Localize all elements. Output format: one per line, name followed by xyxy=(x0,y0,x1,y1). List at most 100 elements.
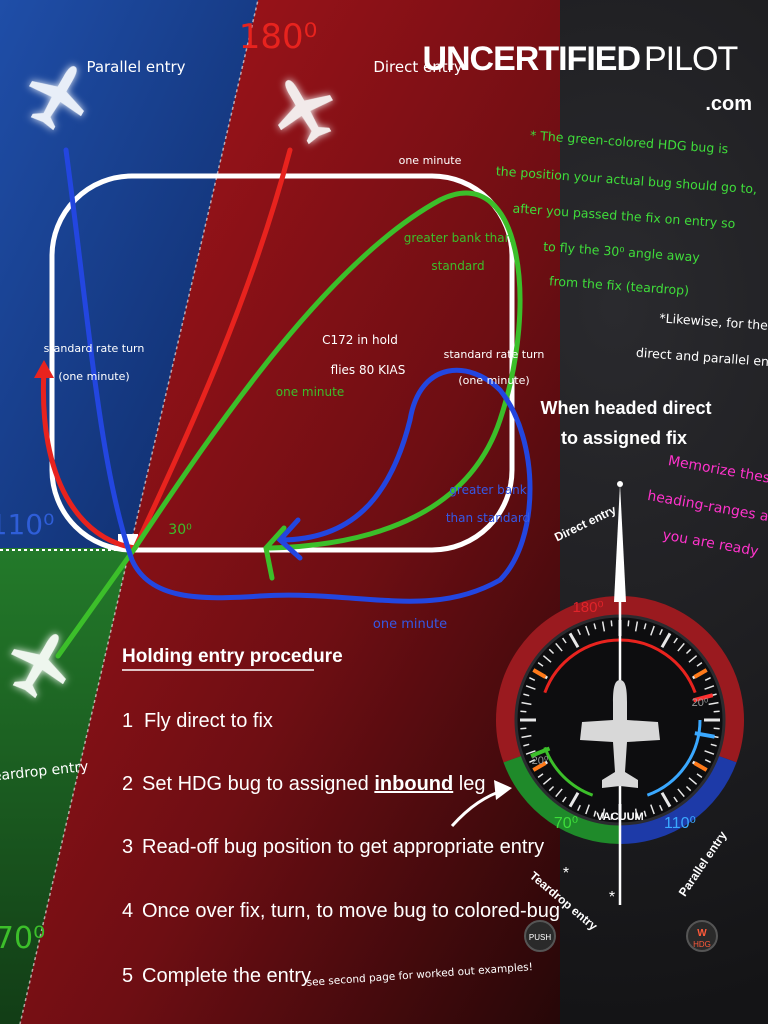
orange-tick xyxy=(693,761,708,772)
c172-label-1: C172 in hold xyxy=(322,333,398,347)
c172-label-2: flies 80 KIAS xyxy=(331,363,406,377)
step-2-text: Set HDG bug to assigned inbound leg xyxy=(142,773,485,795)
pointer-arrowhead xyxy=(494,780,512,800)
compass-tick xyxy=(537,662,544,667)
heading-bug-marker-0 xyxy=(692,693,714,703)
compass-tick xyxy=(659,804,663,811)
compass-tick xyxy=(593,623,597,630)
step-5-text: Complete the entry xyxy=(142,965,311,987)
lubber-pointer xyxy=(614,484,626,602)
compass-tick xyxy=(610,813,613,820)
direct-entry-label: Direct entry xyxy=(373,58,462,76)
parallel-sector xyxy=(0,0,258,548)
hdg-knob[interactable] xyxy=(686,920,718,952)
compass-tick xyxy=(525,750,536,755)
brand-name-bold: UNCERTIFIED xyxy=(422,40,640,78)
compass-tick xyxy=(542,777,552,785)
push-label: PUSH xyxy=(529,933,551,942)
compass-tick xyxy=(659,629,663,636)
compass-tick xyxy=(685,648,692,655)
one-minute-top: one minute xyxy=(399,154,462,167)
instrument-20-left: 20⁰ xyxy=(532,755,549,767)
compass-tick xyxy=(601,808,606,819)
standard-turn-red xyxy=(40,367,138,551)
compass-tick xyxy=(660,632,672,649)
compass-tick xyxy=(713,710,720,713)
compass-tick xyxy=(555,788,563,798)
instrument-20-right: 20⁰ xyxy=(692,697,709,709)
step-4-number: 4 xyxy=(122,900,133,922)
red-arrowhead xyxy=(34,360,54,378)
compass-tick xyxy=(521,701,532,706)
ring-teardrop-sector xyxy=(503,755,621,844)
headed-direct-line-2: to assigned fix xyxy=(561,428,687,448)
bottom-asterisk: * xyxy=(609,889,615,906)
step-3-text: Read-off bug position to get appropriate… xyxy=(142,836,544,858)
direct-path-red xyxy=(132,147,293,551)
compass-tick xyxy=(542,655,552,663)
heading-110-label: 110⁰ xyxy=(0,508,54,541)
compass-tick xyxy=(585,804,590,815)
headed-direct-line-1: When headed direct xyxy=(540,398,711,418)
compass-tick xyxy=(523,693,530,697)
hdg-label: HDG xyxy=(693,940,711,949)
compass-tick xyxy=(562,637,567,644)
compass-tick xyxy=(568,791,580,808)
compass-tick xyxy=(627,620,630,627)
green-arrowhead xyxy=(263,525,287,581)
compass-tick xyxy=(577,804,581,811)
push-knob[interactable] xyxy=(524,920,556,952)
brand-name-light: PILOT xyxy=(644,40,737,78)
compass-tick xyxy=(537,773,544,778)
compass-tick xyxy=(593,810,597,817)
greater-bank-bottom-2: than standard xyxy=(446,511,530,525)
std-turn-left-2: (one minute) xyxy=(58,370,129,383)
compass-tick xyxy=(677,642,685,652)
compass-tick xyxy=(529,759,536,763)
hdg-bug-icon: W xyxy=(697,928,707,939)
direct-sector xyxy=(0,0,560,1024)
step-2-post: leg xyxy=(453,773,485,795)
compass-tick xyxy=(643,623,647,630)
lubber-tip xyxy=(617,481,623,487)
step-2-bold: inbound xyxy=(374,773,453,795)
step-2-pre: Set HDG bug to assigned xyxy=(142,773,374,795)
compass-tick xyxy=(696,773,703,778)
step-5-number: 5 xyxy=(122,965,133,987)
heading-70-label: 70⁰ xyxy=(0,921,45,956)
ring-parallel-sector xyxy=(619,755,737,844)
compass-tick xyxy=(673,637,678,644)
compass-tick xyxy=(650,804,655,815)
procedure-title: Holding entry procedure xyxy=(122,646,343,667)
compass-tick xyxy=(688,655,698,663)
airplane-direct-icon xyxy=(278,80,333,145)
compass-tick xyxy=(704,685,715,690)
compass-tick xyxy=(577,629,581,636)
compass-tick xyxy=(704,677,711,681)
airplane-teardrop-icon xyxy=(11,634,66,699)
compass-tick xyxy=(650,625,655,636)
std-turn-left-1: standard rate turn xyxy=(44,342,145,355)
step-3-number: 3 xyxy=(122,836,133,858)
compass-tick xyxy=(525,685,536,690)
step-4-text: Once over fix, turn, to move bug to colo… xyxy=(142,900,560,922)
one-minute-green: one minute xyxy=(276,385,344,399)
instrument-70: 70⁰ xyxy=(554,815,578,832)
greater-bank-bottom-1: greater bank xyxy=(449,483,526,497)
green-bug-asterisk: * xyxy=(563,865,569,882)
procedure-steps: 1 Fly direct to fix 2 Set HDG bug to ass… xyxy=(122,710,560,987)
blue-arrowhead xyxy=(276,517,303,561)
greater-bank-top-2: standard xyxy=(431,259,484,273)
compass-tick xyxy=(601,621,606,632)
compass-tick xyxy=(708,701,719,706)
parallel-entry-label: Parallel entry xyxy=(86,58,185,76)
compass-tick xyxy=(704,750,715,755)
compass-tick xyxy=(713,727,720,730)
std-turn-right-2: (one minute) xyxy=(458,374,529,387)
compass-tick xyxy=(660,791,672,808)
compass-tick xyxy=(529,677,536,681)
compass-tick xyxy=(627,813,630,820)
heading-180-label: 180⁰ xyxy=(239,17,318,57)
